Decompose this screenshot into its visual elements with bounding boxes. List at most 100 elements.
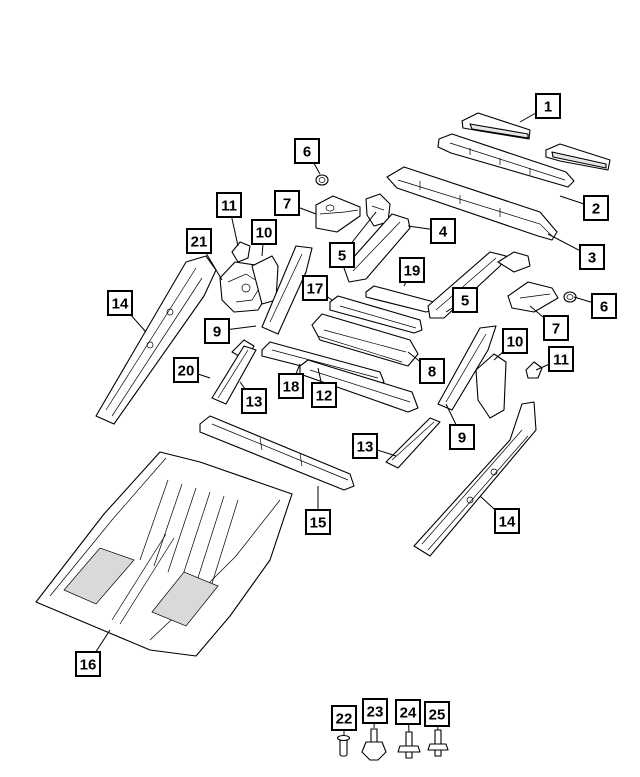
callout-9: 9: [449, 424, 475, 450]
callout-box: [548, 346, 574, 372]
callout-number: 10: [507, 334, 524, 351]
callout-18: 18: [278, 373, 304, 399]
callout-20: 20: [173, 357, 199, 383]
callout-number: 18: [283, 379, 300, 396]
part-25-bolt: [427, 729, 449, 757]
callout-6: 6: [591, 293, 617, 319]
callout-number: 14: [499, 514, 516, 531]
callout-box: [494, 508, 520, 534]
part-5-bracket-right: [427, 251, 507, 319]
part-6-plug-left: [315, 174, 329, 186]
callout-box: [535, 93, 561, 119]
part-5-small-bracket: [497, 251, 531, 273]
callout-box: [107, 290, 133, 316]
part-8-center-panel: [311, 313, 419, 367]
callout-number: 4: [439, 224, 448, 241]
callout-box: [311, 382, 337, 408]
callout-number: 8: [428, 364, 436, 381]
callout-box: [204, 318, 230, 344]
callout-number: 13: [246, 394, 263, 411]
part-7-bracket-left: [315, 195, 361, 233]
callout-box: [424, 701, 450, 727]
callout-box: [502, 328, 528, 354]
callout-10: 10: [251, 219, 277, 245]
part-9-reinforcement-left: [261, 245, 313, 335]
callout-1: 1: [535, 93, 561, 119]
callout-number: 23: [367, 704, 384, 721]
part-10-bracket-right: [475, 353, 507, 419]
callout-number: 16: [80, 657, 97, 674]
callout-box: [75, 651, 101, 677]
callout-box: [294, 138, 320, 164]
callout-number: 17: [307, 281, 324, 298]
callout-box: [251, 219, 277, 245]
callout-10: 10: [502, 328, 528, 354]
callout-box: [274, 190, 300, 216]
callout-box: [419, 358, 445, 384]
callout-box: [305, 509, 331, 535]
callout-box: [241, 388, 267, 414]
callout-2: 2: [583, 195, 609, 221]
callout-24: 24: [395, 699, 421, 725]
part-6-plug-right: [563, 291, 577, 303]
callout-13: 13: [241, 388, 267, 414]
callout-number: 15: [310, 515, 327, 532]
callout-number: 22: [336, 711, 353, 728]
callout-4: 4: [430, 218, 456, 244]
callout-number: 3: [588, 250, 596, 267]
part-9-reinforcement-right: [437, 325, 497, 411]
callout-5: 5: [329, 242, 355, 268]
callout-number: 14: [112, 296, 129, 313]
callout-number: 11: [553, 352, 569, 369]
part-2-crossmember: [437, 133, 575, 188]
callout-box: [352, 433, 378, 459]
callout-box: [331, 705, 357, 731]
part-10-bracket-left: [251, 255, 279, 305]
callout-number: 6: [600, 299, 608, 316]
callout-number: 7: [283, 196, 291, 213]
callout-number: 10: [256, 225, 273, 242]
part-22-pin: [336, 734, 351, 757]
callout-7: 7: [543, 315, 569, 341]
callout-number: 9: [458, 430, 466, 447]
callout-box: [216, 192, 242, 218]
callout-number: 21: [191, 234, 208, 251]
callout-number: 19: [404, 263, 421, 280]
part-14-sill-right: [413, 401, 537, 557]
callout-22: 22: [331, 705, 357, 731]
callout-number: 2: [592, 201, 600, 218]
part-16-floor-pan: [35, 451, 293, 657]
callout-number: 1: [544, 99, 552, 116]
callout-box: [579, 244, 605, 270]
callout-3: 3: [579, 244, 605, 270]
callout-box: [186, 228, 212, 254]
callout-box: [362, 698, 388, 724]
callout-box: [173, 357, 199, 383]
callout-number: 25: [429, 707, 446, 724]
callout-number: 9: [213, 324, 221, 341]
callout-number: 7: [552, 321, 560, 338]
part-23-nut: [361, 728, 387, 761]
callout-number: 11: [221, 198, 237, 215]
part-13-member-right: [385, 417, 441, 469]
callout-21: 21: [186, 228, 212, 254]
callout-6: 6: [294, 138, 320, 164]
part-1-rails: [461, 112, 611, 171]
callout-25: 25: [424, 701, 450, 727]
callout-number: 24: [400, 705, 417, 722]
callout-16: 16: [75, 651, 101, 677]
part-11-clip-right: [525, 361, 543, 379]
part-15-crossmember: [199, 415, 355, 491]
callout-box: [395, 699, 421, 725]
part-17-crossmember: [329, 295, 423, 334]
callout-5: 5: [452, 287, 478, 313]
callout-number: 5: [338, 248, 346, 265]
callout-14: 14: [107, 290, 133, 316]
callout-8: 8: [419, 358, 445, 384]
callout-box: [399, 257, 425, 283]
callout-box: [329, 242, 355, 268]
callout-9: 9: [204, 318, 230, 344]
part-14-sill-left: [95, 255, 217, 425]
callout-box: [452, 287, 478, 313]
